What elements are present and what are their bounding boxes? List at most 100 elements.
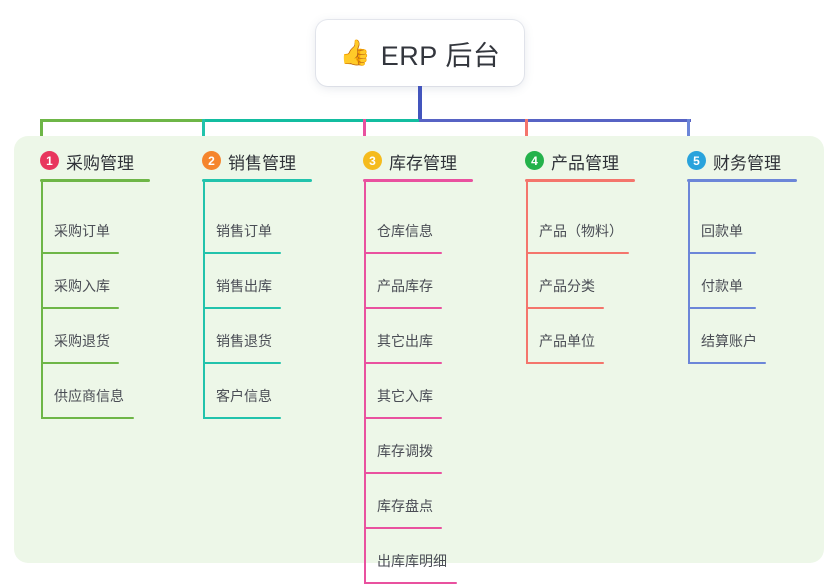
leaf-node[interactable]: 销售出库 [203, 254, 287, 309]
column-rule-5 [687, 179, 797, 182]
leaf-label: 产品分类 [539, 278, 595, 294]
column-title-1: 采购管理 [66, 153, 134, 173]
leaf-rule [364, 582, 457, 584]
leaf-node[interactable]: 销售退货 [203, 309, 287, 364]
column-4: 4 产品管理产品（物料） 产品分类产品单位 [501, 144, 663, 364]
column-header-2[interactable]: 2 销售管理 [178, 144, 340, 178]
column-rule-1 [40, 179, 150, 182]
column-header-3[interactable]: 3 库存管理 [339, 144, 501, 178]
leaf-node[interactable]: 其它入库 [364, 364, 448, 419]
column-badge-1: 1 [40, 151, 59, 170]
leaf-rule [41, 417, 134, 419]
column-header-4[interactable]: 4 产品管理 [501, 144, 663, 178]
column-rule-2 [202, 179, 312, 182]
leaf-node[interactable]: 产品单位 [526, 309, 610, 364]
column-rule-3 [363, 179, 473, 182]
leaf-rule [688, 307, 756, 309]
column-badge-4: 4 [525, 151, 544, 170]
column-spine-3 [364, 182, 366, 584]
column-title-3: 库存管理 [389, 153, 457, 173]
leaf-label: 客户信息 [216, 388, 272, 404]
column-badge-2: 2 [202, 151, 221, 170]
root-stem-connector [418, 86, 422, 122]
leaf-node[interactable]: 结算账户 [688, 309, 772, 364]
leaf-rule [526, 307, 604, 309]
leaf-rule [364, 472, 442, 474]
root-node-content: 👍 ERP 后台 [340, 34, 501, 73]
column-title-4: 产品管理 [551, 153, 619, 173]
column-badge-5: 5 [687, 151, 706, 170]
leaf-rule [364, 417, 442, 419]
leaf-label: 库存盘点 [377, 498, 433, 514]
leaf-node[interactable]: 出库库明细 [364, 529, 463, 584]
leaf-label: 销售退货 [216, 333, 272, 349]
leaf-node[interactable]: 采购退货 [41, 309, 125, 364]
leaf-label: 产品（物料） [539, 223, 623, 239]
leaf-label: 其它入库 [377, 388, 433, 404]
leaf-label: 其它出库 [377, 333, 433, 349]
leaf-rule [203, 362, 281, 364]
leaf-node[interactable]: 付款单 [688, 254, 762, 309]
column-spine-2 [203, 182, 205, 419]
leaf-node[interactable]: 库存盘点 [364, 474, 448, 529]
leaf-rule [688, 362, 766, 364]
column-badge-3: 3 [363, 151, 382, 170]
leaf-label: 仓库信息 [377, 223, 433, 239]
leaf-rule [364, 252, 442, 254]
leaf-rule [41, 307, 119, 309]
leaf-label: 采购订单 [54, 223, 110, 239]
column-header-1[interactable]: 1 采购管理 [16, 144, 178, 178]
leaf-label: 销售订单 [216, 223, 272, 239]
root-title: ERP 后台 [380, 40, 501, 71]
bus-segment-2 [202, 119, 421, 122]
branch-drop-4 [525, 119, 528, 145]
branch-drop-2 [202, 119, 205, 145]
branch-drop-3 [363, 119, 366, 145]
column-1: 1 采购管理采购订单采购入库采购退货供应商信息 [16, 144, 178, 419]
leaf-node[interactable]: 仓库信息 [364, 199, 448, 254]
bus-segment-3 [419, 119, 691, 122]
leaf-label: 采购退货 [54, 333, 110, 349]
column-spine-4 [526, 182, 528, 364]
leaf-node[interactable]: 供应商信息 [41, 364, 140, 419]
column-2: 2 销售管理销售订单销售出库销售退货客户信息 [178, 144, 340, 419]
leaf-node[interactable]: 销售订单 [203, 199, 287, 254]
leaf-rule [203, 307, 281, 309]
leaf-label: 回款单 [701, 223, 743, 239]
leaf-rule [41, 362, 119, 364]
leaf-label: 产品单位 [539, 333, 595, 349]
leaf-node[interactable]: 采购入库 [41, 254, 125, 309]
root-node[interactable]: 👍 ERP 后台 [316, 20, 524, 86]
leaf-node[interactable]: 产品分类 [526, 254, 610, 309]
column-spine-1 [41, 182, 43, 419]
leaf-node[interactable]: 客户信息 [203, 364, 287, 419]
leaf-label: 库存调拨 [377, 443, 433, 459]
column-spine-5 [688, 182, 690, 364]
leaf-rule [526, 362, 604, 364]
leaf-node[interactable]: 采购订单 [41, 199, 125, 254]
branch-drop-5 [687, 119, 690, 145]
leaf-label: 出库库明细 [377, 553, 447, 569]
leaf-rule [526, 252, 629, 254]
leaf-node[interactable]: 其它出库 [364, 309, 448, 364]
leaf-label: 付款单 [701, 278, 743, 294]
leaf-rule [364, 362, 442, 364]
leaf-rule [364, 307, 442, 309]
column-title-2: 销售管理 [228, 153, 296, 173]
leaf-label: 供应商信息 [54, 388, 124, 404]
thumbs-up-icon: 👍 [339, 38, 371, 67]
leaf-label: 采购入库 [54, 278, 110, 294]
leaf-node[interactable]: 回款单 [688, 199, 762, 254]
leaf-node[interactable]: 产品库存 [364, 254, 448, 309]
leaf-rule [203, 417, 281, 419]
column-rule-4 [525, 179, 635, 182]
leaf-rule [41, 252, 119, 254]
leaf-label: 结算账户 [701, 333, 757, 349]
bus-segment-1 [40, 119, 204, 122]
leaf-node[interactable]: 产品（物料） [526, 199, 635, 254]
leaf-node[interactable]: 库存调拨 [364, 419, 448, 474]
leaf-label: 销售出库 [216, 278, 272, 294]
